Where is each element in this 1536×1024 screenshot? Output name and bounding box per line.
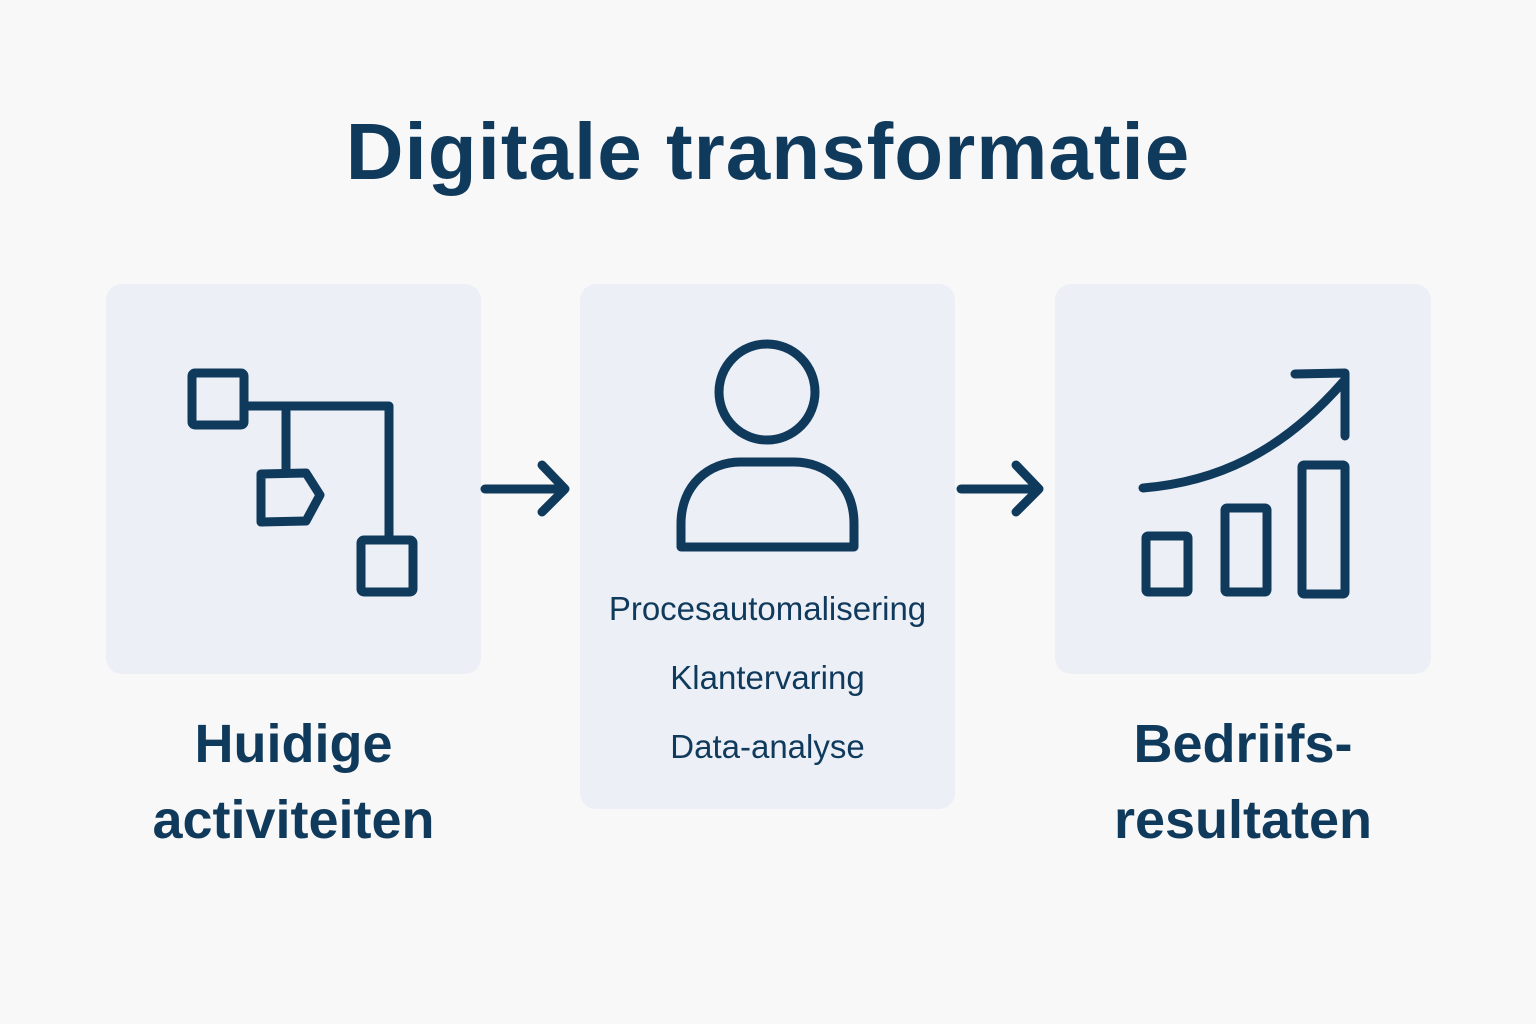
- card-item-customer-experience: Klantervaring: [670, 659, 865, 696]
- page-title: Digitale transformatie: [345, 107, 1191, 196]
- card-current-activities: [106, 284, 481, 674]
- step-label-current-activities: Huidige activiteiten: [152, 714, 435, 850]
- card-transformation: Procesautomalisering Klantervaring Data-…: [580, 284, 955, 809]
- card-item-process-automation: Procesautomalisering: [608, 590, 927, 627]
- card-item-data-analysis: Data-analyse: [670, 728, 865, 765]
- card-business-results: [1055, 284, 1431, 674]
- step-label-business-results: Bedriifs- resultaten: [1113, 714, 1373, 850]
